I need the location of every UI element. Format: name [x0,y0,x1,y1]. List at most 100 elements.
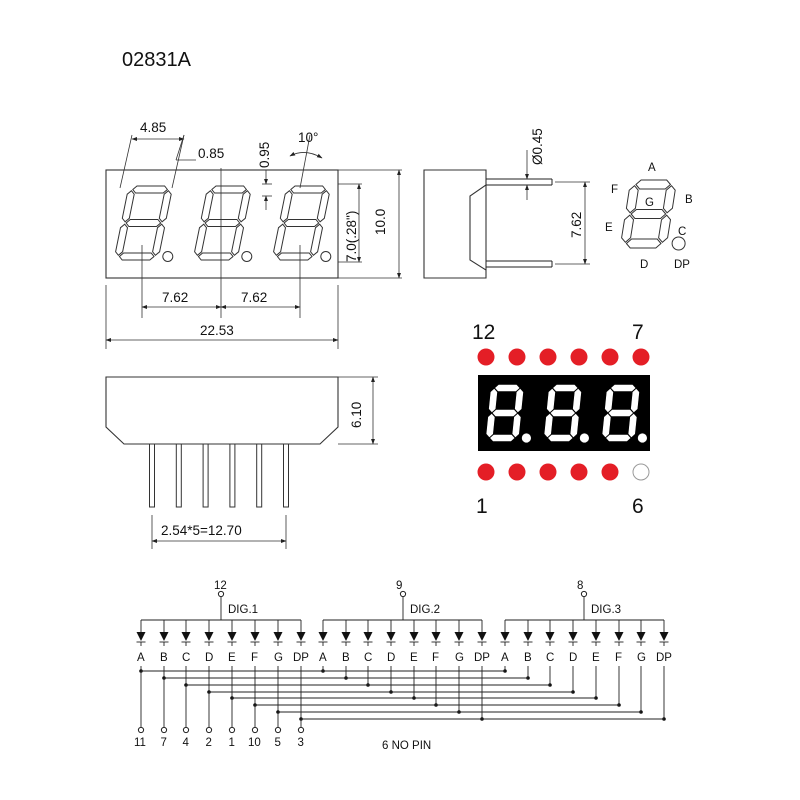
segment-label: G [274,652,283,664]
segment-label: E [410,652,418,664]
bottom-body-outline [105,376,339,445]
legend-label-f: F [611,184,618,196]
segment-dp [579,433,590,443]
segment-g [125,219,162,227]
segment-d [197,252,234,261]
dim-body-length: 22.53 [200,323,234,338]
segment-dp [241,251,253,262]
dim-segment-width: 0.85 [198,146,224,161]
segment-d [276,252,313,261]
segment-b [572,388,582,413]
front-digit-2 [194,185,253,262]
segment-label: D [387,652,395,664]
segment-pin-terminal [182,726,190,734]
front-digits [115,185,332,262]
digit-pin-number: 9 [396,580,402,592]
segment-pin-number: 1 [229,737,235,749]
segment-pin-terminal [205,726,213,734]
digit-pin-terminal [399,590,407,598]
segment-f [279,189,293,223]
legend-label-g: G [645,197,654,209]
led-diode [523,632,533,641]
segment-label: G [637,652,646,664]
segment-c [512,413,521,438]
digit-label: DIG.1 [228,604,258,616]
led-diode [273,632,283,641]
lead-pin [256,443,263,508]
lead-pin [229,443,236,508]
segment-f [488,388,498,413]
digit-pin-terminal [580,590,588,598]
top-pin-dot [539,348,557,366]
top-pin-dot [601,348,619,366]
segment-label: D [569,652,577,664]
lead-pin [175,443,182,508]
segment-label: F [615,652,622,664]
led-diode [204,632,214,641]
led-diode [318,632,328,641]
bottom-pin-dot [508,463,526,481]
dim-digit-width: 4.85 [140,120,166,135]
segment-b [662,184,676,214]
segment-e [602,413,611,438]
segment-b [237,189,251,223]
pin-label-7: 7 [632,321,644,344]
segment-f [604,388,614,413]
segment-a [132,185,169,194]
segment-e [194,223,208,257]
pin-dots [477,348,650,481]
led-diode [341,632,351,641]
display-digits [486,384,648,443]
segment-label: C [546,652,554,664]
segment-label: E [228,652,236,664]
top-pin-dot [477,348,495,366]
side-body-outline [423,169,487,279]
segment-pin-number: 11 [134,737,146,749]
pin-label-12: 12 [472,321,495,344]
pin-view: 12 7 1 6 [472,321,650,518]
bottom-pin-dot [601,463,619,481]
led-diode [431,632,441,641]
segment-e [544,413,553,438]
segment-pin-terminal [251,726,259,734]
segment-legend: A F G B E C D DP [605,162,693,271]
dim-body-depth: 6.10 [349,402,364,428]
digit-pin-number: 8 [577,580,583,592]
segment-label: B [342,652,350,664]
front-digit-1 [115,185,174,262]
bottom-pin-dot [539,463,557,481]
led-diode [181,632,191,641]
segment-label: A [319,652,327,664]
lead-pin [202,443,209,508]
segment-label: C [182,652,190,664]
part-number: 02831A [122,49,192,71]
bottom-pin-dot [477,463,495,481]
segment-a [611,384,636,392]
dim-lead-diameter: Ø0.45 [530,128,545,165]
digit-label: DIG.2 [410,604,440,616]
led-diode [363,632,373,641]
segment-e [273,223,287,257]
segment-label: DP [656,652,672,664]
segment-a [211,185,248,194]
display-digit-1 [486,384,532,443]
segment-dp [671,236,686,251]
led-diode [159,632,169,641]
segment-dp [320,251,332,262]
segment-c [570,413,579,438]
legend-label-a: A [648,162,656,174]
digit-pin-terminal [217,590,225,598]
top-pin-dot [632,348,650,366]
segment-pin-number: 4 [183,737,190,749]
pin-label-1: 1 [476,495,488,518]
segment-pin-terminal [274,726,282,734]
bottom-leads [149,443,289,508]
led-diode [386,632,396,641]
segment-pin-terminal [160,726,168,734]
segment-e [115,223,129,257]
led-diode [591,632,601,641]
segment-pin-number: 10 [248,737,261,749]
segment-f [200,189,214,223]
legend-digit [621,179,686,251]
